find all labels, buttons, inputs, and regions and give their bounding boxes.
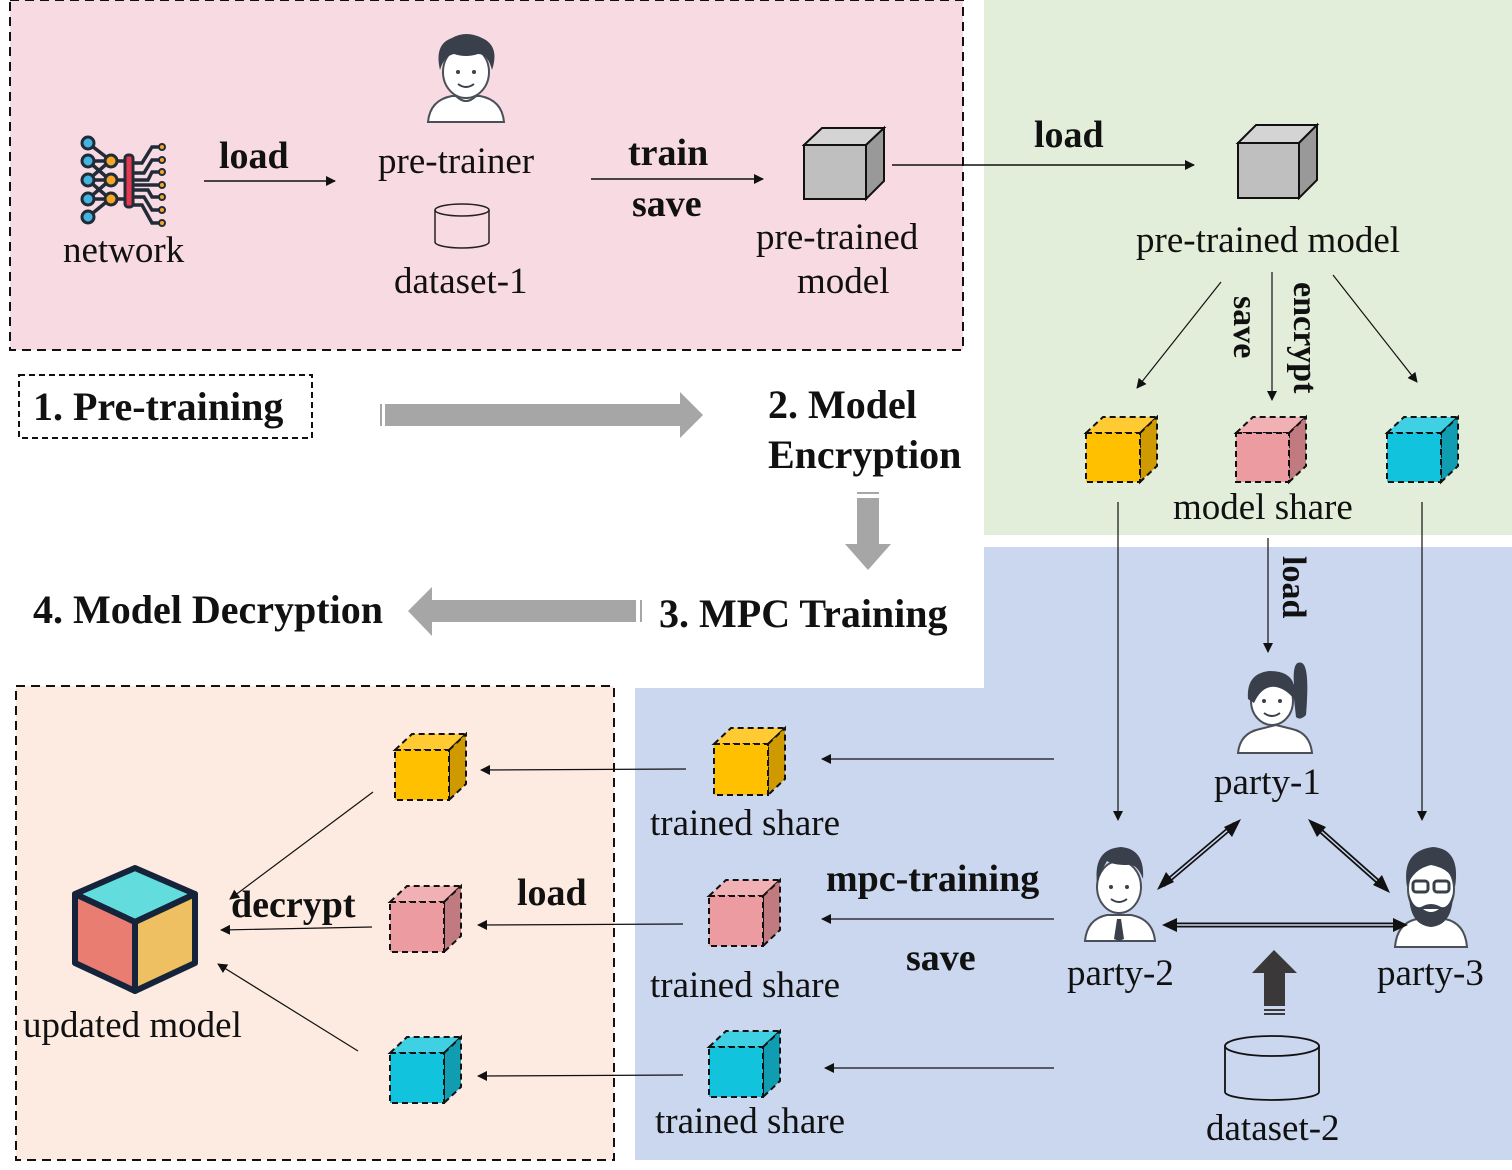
- pretrained-model-label-line1: pre-trained: [756, 217, 919, 258]
- link-party2-party3: [1162, 918, 1408, 932]
- arrow-share-3-to-updated: [217, 963, 359, 1052]
- load-label-decrypt: load: [517, 872, 587, 914]
- arrow-trained-to-share-1: [480, 764, 687, 775]
- trained-share-pink-cube-icon: [706, 877, 783, 949]
- encrypt-model-label: pre-trained model: [1136, 220, 1400, 261]
- link-party2-party1: [1157, 819, 1241, 890]
- pretrained-model-label-line2: model: [797, 261, 889, 302]
- party-1-avatar-icon: [1236, 662, 1314, 754]
- trained-share-yellow-cube-icon: [711, 725, 788, 798]
- pretrainer-avatar-icon: [426, 34, 506, 123]
- model-share-cyan-cube-icon: [1384, 414, 1461, 485]
- stage-2-label-line2: Encryption: [768, 432, 961, 477]
- link-party1-party3: [1308, 819, 1390, 893]
- stage-1-label: 1. Pre-training: [33, 384, 283, 429]
- stage-arrow-1-to-2: [380, 392, 703, 438]
- trained-share-label-2: trained share: [650, 965, 840, 1006]
- encrypt-model-cube-icon: [1235, 122, 1320, 201]
- decrypt-share-cyan-cube-icon: [387, 1034, 464, 1106]
- stage-arrow-2-to-3: [845, 492, 891, 570]
- decrypt-share-yellow-cube-icon: [392, 731, 469, 803]
- party-1-label: party-1: [1214, 762, 1321, 803]
- save-label-encrypt: save: [1226, 296, 1263, 358]
- stage-4-label: 4. Model Decryption: [33, 587, 383, 632]
- model-share-yellow-cube-icon: [1083, 414, 1160, 485]
- arrow-share-1-to-updated: [229, 791, 374, 900]
- dataset-2-icon: [1224, 1035, 1320, 1101]
- stage-3-label: 3. MPC Training: [659, 591, 948, 636]
- trained-share-cyan-cube-icon: [706, 1028, 783, 1100]
- network-icon: [80, 135, 166, 227]
- updated-model-cube-icon: [72, 865, 198, 994]
- arrow-to-share-cyan: [1332, 274, 1418, 383]
- mpc-training-label: mpc-training: [826, 858, 1039, 900]
- model-share-label: model share: [1173, 487, 1353, 528]
- updated-model-label: updated model: [23, 1005, 242, 1046]
- save-label-pretrain: save: [632, 183, 702, 225]
- trained-share-label-1: trained share: [650, 803, 840, 844]
- decrypt-label: decrypt: [231, 884, 356, 926]
- pretrained-model-cube-icon: [801, 125, 887, 202]
- load-label-pretrain: load: [219, 135, 289, 177]
- dataset-1-icon: [434, 203, 490, 249]
- load-label-encrypt: load: [1034, 114, 1104, 156]
- model-share-pink-cube-icon: [1233, 414, 1309, 485]
- pretrainer-label: pre-trainer: [378, 141, 534, 182]
- network-label: network: [63, 230, 185, 271]
- stage-arrow-3-to-4: [408, 587, 642, 636]
- arrow-trained-to-share-3: [477, 1070, 684, 1081]
- save-label-mpc: save: [906, 937, 976, 979]
- arrow-to-share-yellow: [1136, 281, 1222, 389]
- trained-share-label-3: trained share: [655, 1101, 845, 1142]
- party-3-label: party-3: [1377, 953, 1484, 994]
- arrow-trained-to-share-2: [477, 919, 684, 930]
- party-3-avatar-icon: [1393, 847, 1469, 948]
- stage-2-label-line1: 2. Model: [768, 382, 917, 427]
- dataset-to-parties-arrow: [1252, 950, 1297, 1015]
- train-label: train: [628, 132, 708, 174]
- dataset-2-label: dataset-2: [1206, 1108, 1340, 1149]
- decrypt-share-pink-cube-icon: [387, 883, 464, 955]
- encrypt-label: encrypt: [1286, 282, 1323, 394]
- arrow-share-2-to-updated: [220, 924, 373, 935]
- party-2-label: party-2: [1067, 953, 1174, 994]
- load-label-mpc: load: [1275, 556, 1312, 618]
- dataset-1-label: dataset-1: [394, 261, 528, 302]
- stage-1-box: [18, 374, 313, 439]
- party-2-avatar-icon: [1083, 847, 1157, 942]
